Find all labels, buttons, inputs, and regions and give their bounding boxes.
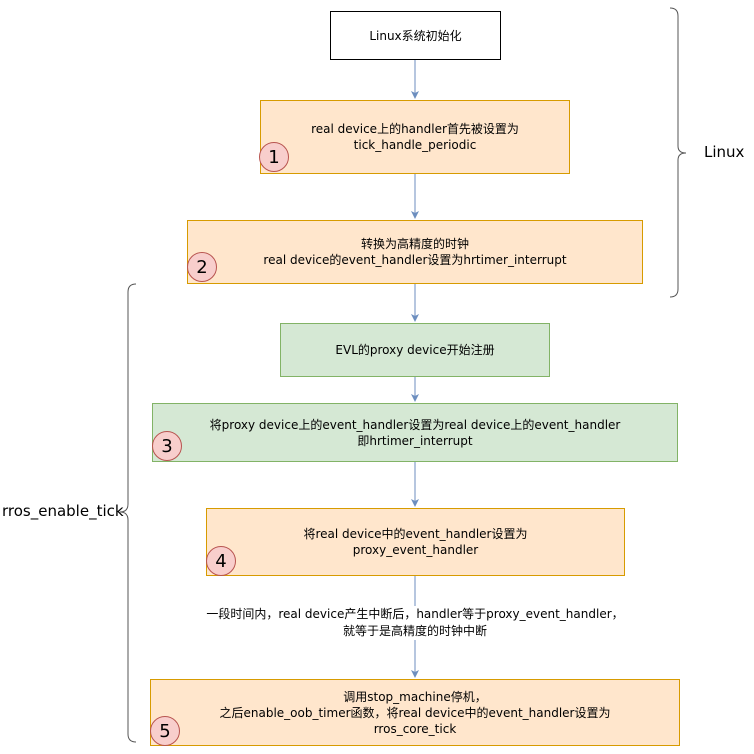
step-badge-3: 3 (152, 431, 182, 461)
rros-group-label: rros_enable_tick (2, 502, 124, 520)
step-badge-2: 2 (187, 252, 217, 282)
edge-label-line-2: 就等于是高精度的时钟中断 (342, 624, 487, 638)
step3-line-2: 即hrtimer_interrupt (357, 433, 473, 448)
step1-node: real device上的handler首先被设置为 tick_handle_p… (260, 100, 570, 174)
evl-register-node: EVL的proxy device开始注册 (280, 323, 550, 377)
step3-node: 将proxy device上的event_handler设置为real devi… (152, 403, 678, 462)
step5-node: 调用stop_machine停机， 之后enable_oob_timer函数，将… (150, 679, 680, 746)
step2-line-1: 转换为高精度的时钟 (360, 237, 469, 251)
edge-label-line-1: 一段时间内，real device产生中断后，handler等于proxy_ev… (206, 607, 624, 621)
step-badge-5: 5 (150, 716, 180, 746)
step5-line-2: 之后enable_oob_timer函数，将real device中的event… (219, 705, 611, 720)
rros-group-bracket (119, 283, 137, 743)
step4-line-2: proxy_event_handler (352, 543, 479, 557)
step1-line-2: tick_handle_periodic (353, 138, 477, 152)
linux-group-label: Linux (704, 143, 745, 161)
evl-register-text: EVL的proxy device开始注册 (335, 343, 495, 357)
step1-line-1: real device上的handler首先被设置为 (311, 122, 519, 136)
step2-node: 转换为高精度的时钟 real device的event_handler设置为hr… (187, 220, 643, 284)
step4-line-1: 将real device中的event_handler设置为 (303, 527, 528, 541)
step3-line-1: 将proxy device上的event_handler设置为real devi… (209, 417, 621, 432)
step5-line-3: rros_core_tick (373, 721, 457, 736)
step5-line-1: 调用stop_machine停机， (343, 689, 487, 704)
step2-line-2: real device的event_handler设置为hrtimer_inte… (263, 253, 567, 267)
step4-to-step5-edge-label: 一段时间内，real device产生中断后，handler等于proxy_ev… (190, 606, 640, 640)
step4-node: 将real device中的event_handler设置为 proxy_eve… (206, 508, 625, 576)
linux-group-bracket (669, 7, 687, 298)
step-badge-1: 1 (259, 142, 289, 172)
linux-init-text: Linux系统初始化 (369, 28, 462, 43)
linux-init-node: Linux系统初始化 (330, 11, 501, 60)
step-badge-4: 4 (206, 546, 236, 576)
